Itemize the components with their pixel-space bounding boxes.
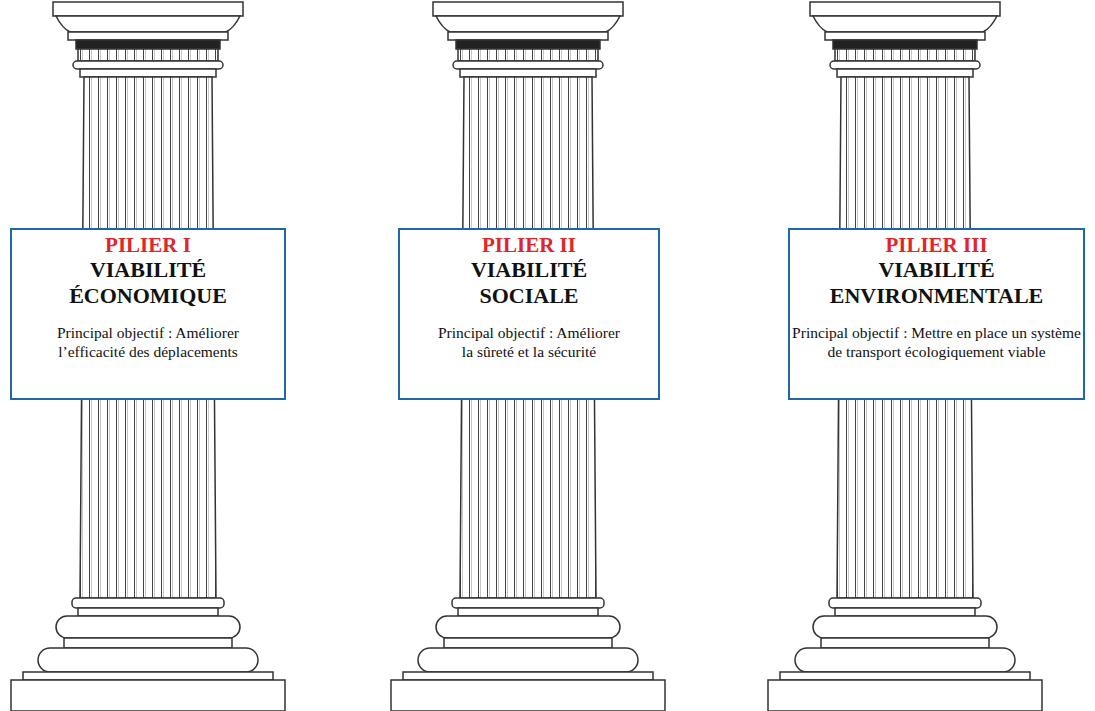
pillar-objective: Principal objectif : Améliorer l’efficac…: [53, 323, 243, 361]
column: [11, 2, 285, 711]
pillar-number: PILIER I: [105, 234, 191, 257]
pillar-title: VIABILITÉ ÉCONOMIQUE: [48, 257, 248, 309]
pillar-objective: Principal objectif : Améliorer la sûreté…: [434, 323, 624, 361]
column: [391, 2, 665, 711]
pillar-title: VIABILITÉ ENVIRONMENTALE: [797, 257, 1077, 309]
pillar-box: PILIER IIVIABILITÉ SOCIALE Principal obje…: [398, 228, 660, 400]
pillar-box: PILIER IIIVIABILITÉ ENVIRONMENTALE Princi…: [788, 228, 1085, 400]
pillar-box: PILIER IVIABILITÉ ÉCONOMIQUE Principal ob…: [10, 228, 286, 400]
pillar-number: PILIER II: [482, 234, 576, 257]
pillar-title: VIABILITÉ SOCIALE: [444, 257, 614, 309]
pillar-objective: Principal objectif : Mettre en place un …: [792, 323, 1082, 361]
pillar-number: PILIER III: [885, 234, 987, 257]
